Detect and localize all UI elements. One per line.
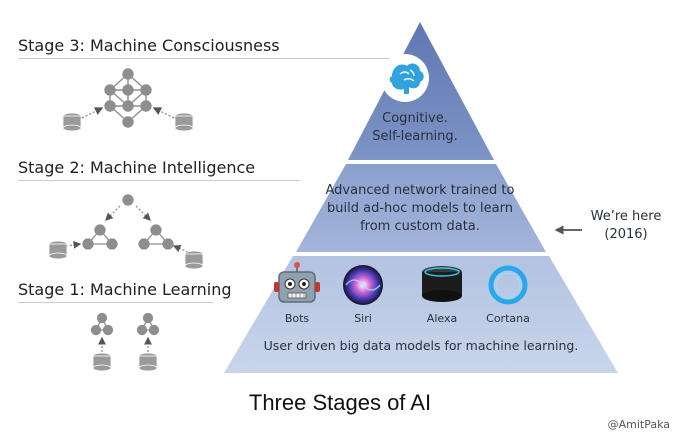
middle-tier-text: Advanced network trained to build ad-hoc… bbox=[300, 182, 540, 236]
middle-tier-line-2: build ad-hoc models to learn bbox=[327, 201, 513, 216]
marker-line-2: (2016) bbox=[604, 227, 648, 242]
robot-icon bbox=[274, 262, 320, 303]
cortana-icon bbox=[488, 265, 528, 305]
bottom-tier-text: User driven big data models for machine … bbox=[263, 338, 579, 353]
brain-icon bbox=[381, 54, 429, 102]
alexa-label: Alexa bbox=[426, 312, 458, 325]
cortana-label: Cortana bbox=[486, 312, 530, 325]
database-icon bbox=[62, 112, 194, 132]
middle-tier-line-3: from custom data. bbox=[360, 219, 480, 234]
stage-1-divider bbox=[18, 302, 213, 303]
stage-2-title: Stage 2: Machine Intelligence bbox=[18, 158, 256, 177]
current-stage-marker: We’re here (2016) bbox=[576, 208, 676, 244]
diagram-caption: Three Stages of AI bbox=[248, 390, 432, 415]
pyramid-tier-middle bbox=[296, 164, 546, 252]
echo-icon bbox=[422, 266, 462, 302]
stage-1-title: Stage 1: Machine Learning bbox=[18, 280, 232, 299]
bots-label: Bots bbox=[284, 312, 310, 325]
middle-tier-line-1: Advanced network trained to bbox=[325, 183, 515, 198]
stage-1-network-icon bbox=[90, 312, 160, 352]
stage-3-divider bbox=[18, 58, 390, 59]
top-tier-text: Cognitive. Self-learning. bbox=[340, 110, 490, 146]
database-icon bbox=[48, 240, 204, 270]
marker-line-1: We’re here bbox=[590, 209, 662, 224]
top-tier-line-1: Cognitive. bbox=[382, 111, 448, 126]
database-icon bbox=[92, 352, 158, 372]
siri-label: Siri bbox=[354, 312, 372, 325]
stage-2-network-icon bbox=[65, 194, 189, 253]
stage-2-divider bbox=[18, 180, 300, 181]
stage-3-title: Stage 3: Machine Consciousness bbox=[18, 36, 280, 55]
siri-icon bbox=[343, 265, 383, 305]
stage-3-network-icon bbox=[81, 68, 175, 128]
top-tier-line-2: Self-learning. bbox=[372, 129, 458, 144]
author-credit: @AmitPaka bbox=[607, 418, 670, 431]
